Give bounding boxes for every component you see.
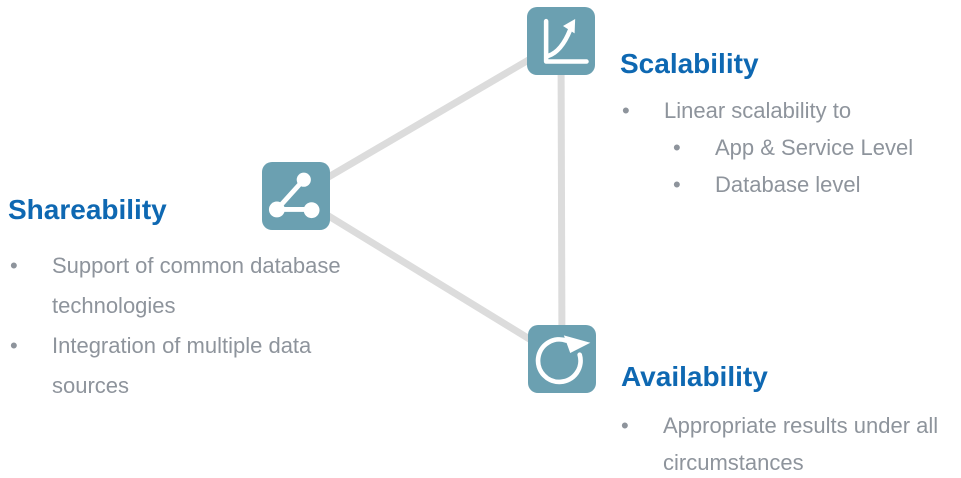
bullet-text: Support of common database technologies (52, 253, 341, 318)
bullet-text: Appropriate results under all circumstan… (663, 413, 939, 475)
bullet-text: App & Service Level (715, 135, 914, 160)
bullet-item: • Support of common database technologie… (10, 246, 364, 326)
bullet-marker: • (673, 135, 681, 160)
bullet-text: Integration of multiple data sources (52, 333, 312, 398)
availability-icon (528, 325, 596, 393)
bullet-item: • Linear scalability to (622, 92, 913, 129)
bullet-marker: • (621, 413, 629, 438)
bullet-text: Linear scalability to (664, 98, 852, 123)
bullet-marker: • (10, 333, 18, 358)
bullet-item: • App & Service Level (673, 129, 913, 166)
bullet-item: • Database level (673, 166, 913, 203)
bullet-marker: • (622, 98, 630, 123)
scalability-bullet-list: • Linear scalability to • App & Service … (622, 92, 913, 203)
bullet-marker: • (10, 253, 18, 278)
growth-chart-icon (543, 18, 589, 64)
bullet-marker: • (673, 172, 681, 197)
bullet-item: • Appropriate results under all circumst… (621, 407, 961, 478)
shareability-bullet-list: • Support of common database technologie… (10, 246, 364, 406)
availability-bullet-list: • Appropriate results under all circumst… (621, 407, 961, 478)
shareability-heading: Shareability (8, 194, 167, 225)
share-nodes-icon (268, 172, 320, 219)
refresh-arrow-icon (535, 335, 591, 385)
availability-heading: Availability (621, 361, 768, 392)
bullet-text: Database level (715, 172, 861, 197)
triangle-shape (292, 37, 566, 363)
scalability-icon (527, 7, 595, 75)
bullet-item: • Integration of multiple data sources (10, 326, 364, 406)
scalability-heading: Scalability (620, 48, 759, 79)
shareability-icon (262, 162, 330, 230)
